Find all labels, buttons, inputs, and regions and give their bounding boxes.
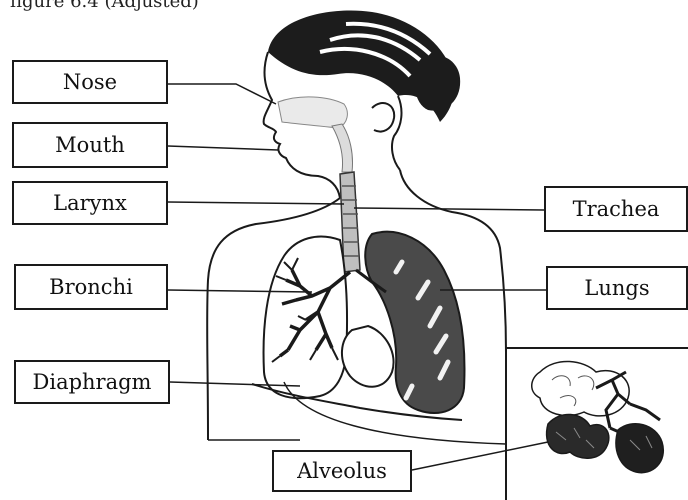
back-of-head <box>392 96 401 170</box>
label-diaphragm: Diaphragm <box>14 360 170 404</box>
ear <box>372 103 394 131</box>
label-bronchi: Bronchi <box>14 264 168 310</box>
alveolus-sac-dark-2 <box>616 424 663 473</box>
label-trachea: Trachea <box>544 186 688 232</box>
leader-nose <box>168 84 276 104</box>
label-larynx: Larynx <box>12 181 168 225</box>
leader-larynx <box>168 202 344 204</box>
heart <box>342 326 394 387</box>
label-lungs: Lungs <box>546 266 688 310</box>
leader-trachea <box>354 208 544 210</box>
label-nose: Nose <box>12 60 168 104</box>
label-mouth: Mouth <box>12 122 168 168</box>
hair-bun <box>414 55 460 110</box>
alveolus-sac-dark <box>547 414 609 458</box>
leader-alveolus <box>412 442 548 470</box>
nasal-cavity <box>278 97 347 128</box>
airway <box>332 124 353 172</box>
lung-left <box>264 237 348 399</box>
label-alveolus: Alveolus <box>272 450 412 492</box>
leader-mouth <box>168 146 278 150</box>
